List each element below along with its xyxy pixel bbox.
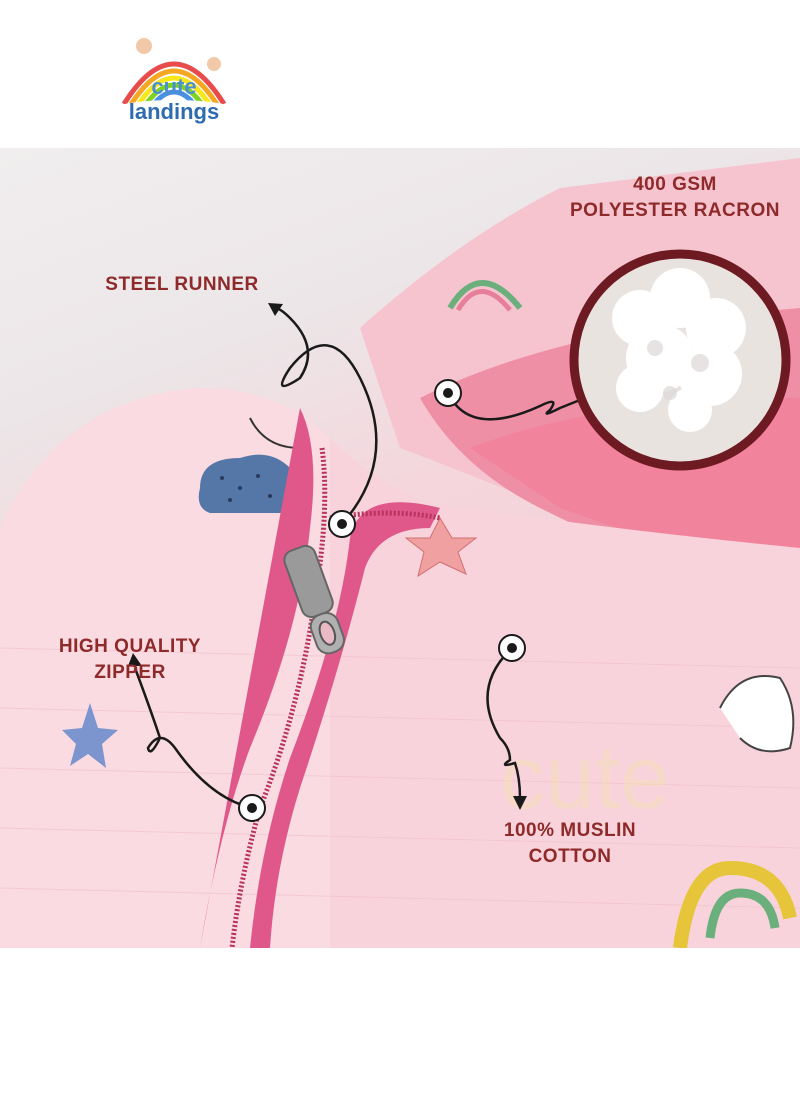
svg-text:cute: cute xyxy=(500,728,670,828)
logo-line1: cute xyxy=(151,74,196,99)
rainbow-logo-graphic: cute landings xyxy=(108,38,240,124)
steel-runner-text: STEEL RUNNER xyxy=(105,274,259,295)
logo-line2: landings xyxy=(129,99,219,124)
fabric-label: 100% MUSLIN COTTON xyxy=(490,818,650,870)
filling-label: 400 GSM POLYESTER RACRON xyxy=(570,172,780,224)
filling-label-line2: POLYESTER RACRON xyxy=(570,200,780,221)
filling-label-line1: 400 GSM xyxy=(633,174,717,195)
marker-dots xyxy=(238,379,526,822)
fabric-label-line1: 100% MUSLIN xyxy=(503,820,637,841)
arrow-head-steel-runner xyxy=(268,303,283,316)
arrow-head-fabric xyxy=(513,796,527,810)
zipper-label-line2: ZIPPER xyxy=(94,662,166,683)
zipper-label-line1: HIGH QUALITY xyxy=(58,636,202,657)
steel-runner-label: STEEL RUNNER xyxy=(100,272,264,298)
baby-nest-illustration: cute xyxy=(0,158,800,948)
annotation-overlay xyxy=(128,249,791,822)
arrow-head-zipper xyxy=(128,653,142,666)
filling-inset xyxy=(569,249,791,471)
zipper-label: HIGH QUALITY ZIPPER xyxy=(50,634,210,686)
product-photo: cute xyxy=(0,148,800,948)
brand-logo: cute landings xyxy=(104,24,244,124)
fabric-label-line2: COTTON xyxy=(528,846,612,867)
